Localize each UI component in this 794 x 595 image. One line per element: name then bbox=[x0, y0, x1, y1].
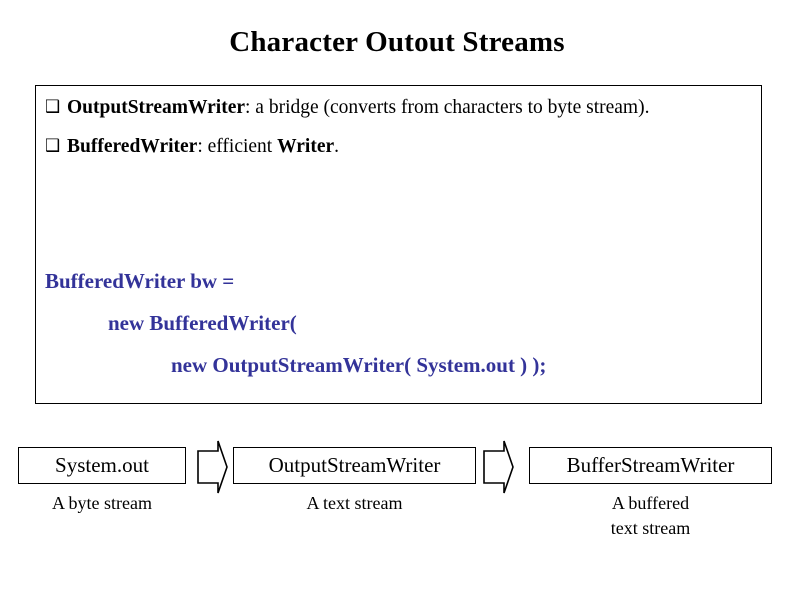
page-title: Character Outout Streams bbox=[229, 26, 565, 58]
list-item-term: BufferedWriter bbox=[67, 136, 198, 157]
hollow-square-bullet-icon: ❑ bbox=[45, 136, 61, 156]
flow-caption-line-2: text stream bbox=[610, 518, 691, 538]
list-item-description: : a bridge (converts from characters to … bbox=[245, 97, 650, 118]
code-line-1: BufferedWriter bw = bbox=[45, 269, 235, 293]
list-item: ❑ OutputStreamWriter: a bridge (converts… bbox=[45, 94, 753, 121]
list-item: ❑ BufferedWriter: efficient Writer. bbox=[45, 133, 753, 160]
flow-box-label: BufferStreamWriter bbox=[529, 447, 772, 484]
flow-caption-line-1: A buffered bbox=[611, 493, 690, 513]
flow-caption: A byte stream bbox=[52, 493, 152, 513]
list-item-text: OutputStreamWriter: a bridge (converts f… bbox=[67, 97, 649, 118]
content-box: ❑ OutputStreamWriter: a bridge (converts… bbox=[35, 85, 762, 404]
code-line-2: new BufferedWriter( bbox=[108, 311, 297, 335]
block-arrow-right-icon bbox=[196, 439, 230, 495]
list-item-term: OutputStreamWriter bbox=[67, 97, 246, 118]
bullet-list: ❑ OutputStreamWriter: a bridge (converts… bbox=[45, 94, 753, 172]
block-arrow-right-icon bbox=[482, 439, 516, 495]
list-item-text: BufferedWriter: efficient Writer. bbox=[67, 136, 339, 157]
block-arrow-right-svg bbox=[483, 440, 514, 494]
flow-caption: A text stream bbox=[306, 493, 403, 513]
block-arrow-right-svg bbox=[197, 440, 228, 494]
list-item-description: : efficient bbox=[197, 136, 278, 157]
flow-box-label: OutputStreamWriter bbox=[233, 447, 476, 484]
code-snippet: BufferedWriter bw = new BufferedWriter( … bbox=[45, 260, 753, 386]
list-item-term-secondary: Writer bbox=[277, 136, 335, 157]
flow-box-label: System.out bbox=[18, 447, 186, 484]
flow-diagram: System.out A byte stream OutputStreamWri… bbox=[0, 430, 794, 590]
list-item-period: . bbox=[334, 136, 340, 157]
code-line-3: new OutputStreamWriter( System.out ) ); bbox=[171, 353, 547, 377]
hollow-square-bullet-icon: ❑ bbox=[45, 97, 61, 117]
